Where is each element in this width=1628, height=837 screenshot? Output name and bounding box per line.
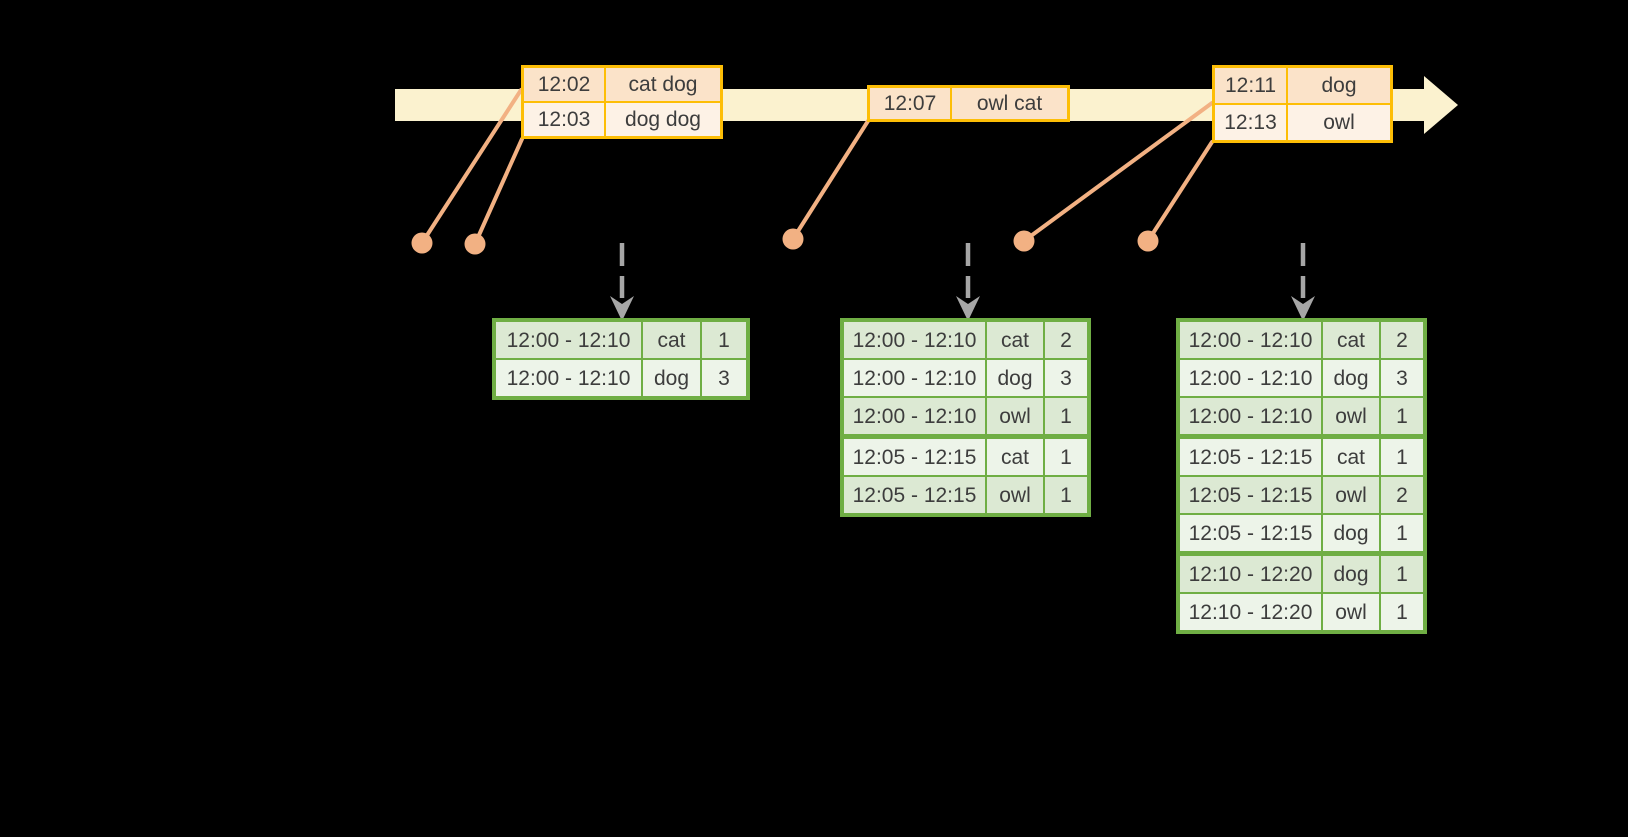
event-dot-icon [1137,230,1159,252]
word-cell: dog [1323,556,1379,592]
word-cell: cat [1323,439,1379,475]
window-cell: 12:10 - 12:20 [1180,556,1321,592]
count-cell: 1 [1045,398,1087,434]
event-connector-line [473,137,524,246]
word-cell: owl [1323,594,1379,630]
event-time-cell: 12:02 [524,68,604,101]
word-cell: dog [1323,515,1379,551]
count-cell: 1 [702,322,746,358]
event-dot-icon [464,233,486,255]
count-cell: 1 [1381,398,1423,434]
window-cell: 12:05 - 12:15 [1180,515,1321,551]
window-cell: 12:00 - 12:10 [844,360,985,396]
window-cell: 12:00 - 12:10 [496,360,641,396]
window-cell: 12:00 - 12:10 [1180,398,1321,434]
window-cell: 12:10 - 12:20 [1180,594,1321,630]
word-cell: owl [987,398,1043,434]
count-cell: 1 [1045,439,1087,475]
event-connector-line [791,119,870,241]
window-cell: 12:00 - 12:10 [496,322,641,358]
word-cell: cat [643,322,700,358]
count-cell: 3 [1045,360,1087,396]
event-words-cell: owl cat [952,88,1067,119]
window-cell: 12:05 - 12:15 [844,439,985,475]
word-cell: dog [643,360,700,396]
event-words-cell: dog dog [606,103,720,136]
event-time-cell: 12:13 [1215,105,1286,140]
event-words-cell: dog [1288,68,1390,103]
count-cell: 2 [1045,322,1087,358]
event-dot-icon [1013,230,1035,252]
down-arrowhead-icon [956,296,980,321]
word-cell: cat [987,322,1043,358]
word-cell: dog [1323,360,1379,396]
event-dot-icon [411,232,433,254]
down-arrowhead-icon [610,296,634,321]
word-cell: cat [1323,322,1379,358]
event-time-cell: 12:11 [1215,68,1286,103]
event-time-cell: 12:03 [524,103,604,136]
window-cell: 12:00 - 12:10 [844,398,985,434]
event-connector-line [420,88,523,245]
word-cell: cat [987,439,1043,475]
event-words-cell: cat dog [606,68,720,101]
window-cell: 12:05 - 12:15 [1180,439,1321,475]
count-cell: 1 [1381,556,1423,592]
word-cell: owl [1323,398,1379,434]
count-cell: 1 [1045,477,1087,513]
down-arrowhead-icon [1291,296,1315,321]
window-cell: 12:00 - 12:10 [844,322,985,358]
count-cell: 1 [1381,515,1423,551]
word-cell: dog [987,360,1043,396]
count-cell: 2 [1381,322,1423,358]
word-cell: owl [1323,477,1379,513]
window-cell: 12:05 - 12:15 [844,477,985,513]
count-cell: 3 [1381,360,1423,396]
window-cell: 12:00 - 12:10 [1180,360,1321,396]
word-cell: owl [987,477,1043,513]
window-cell: 12:05 - 12:15 [1180,477,1321,513]
window-cell: 12:00 - 12:10 [1180,322,1321,358]
event-time-cell: 12:07 [870,88,950,119]
count-cell: 2 [1381,477,1423,513]
event-connector-line [1146,140,1214,243]
count-cell: 3 [702,360,746,396]
event-words-cell: owl [1288,105,1390,140]
count-cell: 1 [1381,594,1423,630]
event-connector-line [1022,101,1214,243]
timeline-arrowhead-icon [1424,76,1458,134]
event-dot-icon [782,228,804,250]
count-cell: 1 [1381,439,1423,475]
